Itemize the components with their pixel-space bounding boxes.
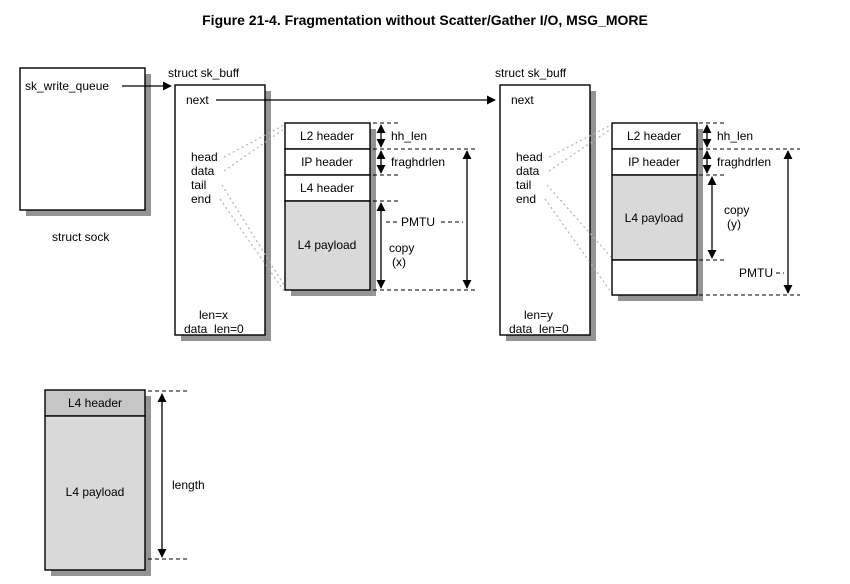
head-field-left: head bbox=[191, 150, 218, 164]
tail-field-left: tail bbox=[191, 178, 206, 192]
empty-space-box-right bbox=[611, 259, 698, 296]
end-pointer-line-right bbox=[544, 198, 612, 293]
l2-header-label-left: L2 header bbox=[300, 129, 354, 143]
datalen-field-left: data_len=0 bbox=[184, 322, 244, 336]
l2-header-box-right bbox=[611, 122, 698, 150]
skbuff-right-label: struct sk_buff bbox=[495, 66, 567, 80]
l4-payload-label-left: L4 payload bbox=[298, 238, 357, 252]
ip-header-label-left: IP header bbox=[301, 155, 353, 169]
pending-buffer-group: L4 header L4 payload length bbox=[44, 389, 205, 576]
ip-header-label-right: IP header bbox=[628, 155, 680, 169]
l4-header-label-bottom: L4 header bbox=[68, 396, 122, 410]
head-pointer-line-right bbox=[548, 124, 612, 158]
hh-len-label-left: hh_len bbox=[391, 129, 427, 143]
l4-payload-label-bottom: L4 payload bbox=[66, 485, 125, 499]
next-field-left: next bbox=[186, 93, 209, 107]
data-field-left: data bbox=[191, 164, 215, 178]
copy-label-left: copy bbox=[389, 241, 414, 255]
pmtu-label-right: PMTU bbox=[739, 266, 773, 280]
datalen-field-right: data_len=0 bbox=[509, 322, 569, 336]
buffer-left-group: L2 header IP header L4 header L4 payload… bbox=[284, 122, 478, 296]
skbuff-left-group: struct sk_buff next head data tail end l… bbox=[168, 66, 496, 341]
tail-pointer-line-right bbox=[546, 184, 612, 258]
length-label: length bbox=[172, 478, 205, 492]
l2-header-label-right: L2 header bbox=[627, 129, 681, 143]
sk-write-queue-field: sk_write_queue bbox=[25, 79, 109, 93]
end-pointer-line-left bbox=[219, 198, 285, 292]
len-field-right: len=y bbox=[524, 308, 553, 322]
head-pointer-line-left bbox=[223, 124, 285, 158]
figure-title: Figure 21-4. Fragmentation without Scatt… bbox=[202, 12, 648, 28]
len-field-left: len=x bbox=[199, 308, 228, 322]
struct-sock-caption: struct sock bbox=[52, 230, 110, 244]
data-pointer-line-left bbox=[223, 128, 285, 172]
buffer-right-group: L2 header IP header L4 payload hh_len fr… bbox=[611, 122, 800, 301]
data-field-right: data bbox=[516, 164, 540, 178]
tail-field-right: tail bbox=[516, 178, 531, 192]
struct-sock-group: sk_write_queue struct sock bbox=[19, 67, 172, 244]
next-field-right: next bbox=[511, 93, 534, 107]
skbuff-right-group: struct sk_buff next head data tail end l… bbox=[495, 66, 612, 341]
pmtu-label-left: PMTU bbox=[401, 215, 435, 229]
fraghdrlen-label-right: fraghdrlen bbox=[717, 155, 771, 169]
head-field-right: head bbox=[516, 150, 543, 164]
skbuff-left-box bbox=[174, 84, 266, 336]
fraghdrlen-label-left: fraghdrlen bbox=[391, 155, 445, 169]
copy-label-right: copy bbox=[724, 203, 749, 217]
copy-var-label-left: (x) bbox=[392, 255, 406, 269]
l4-payload-box-right bbox=[611, 174, 698, 261]
skbuff-left-label: struct sk_buff bbox=[168, 66, 240, 80]
l4-payload-label-right: L4 payload bbox=[625, 211, 684, 225]
l4-payload-box-left bbox=[284, 200, 371, 291]
hh-len-label-right: hh_len bbox=[717, 129, 753, 143]
l4-header-label-left: L4 header bbox=[300, 181, 354, 195]
ip-header-box-left bbox=[284, 148, 371, 176]
l4-header-box-left bbox=[284, 174, 371, 202]
l4-payload-box-bottom bbox=[44, 415, 146, 571]
copy-var-label-right: (y) bbox=[727, 217, 741, 231]
sock-box bbox=[19, 67, 146, 211]
ip-header-box-right bbox=[611, 148, 698, 176]
end-field-left: end bbox=[191, 192, 211, 206]
skbuff-right-box bbox=[499, 84, 591, 336]
end-field-right: end bbox=[516, 192, 536, 206]
